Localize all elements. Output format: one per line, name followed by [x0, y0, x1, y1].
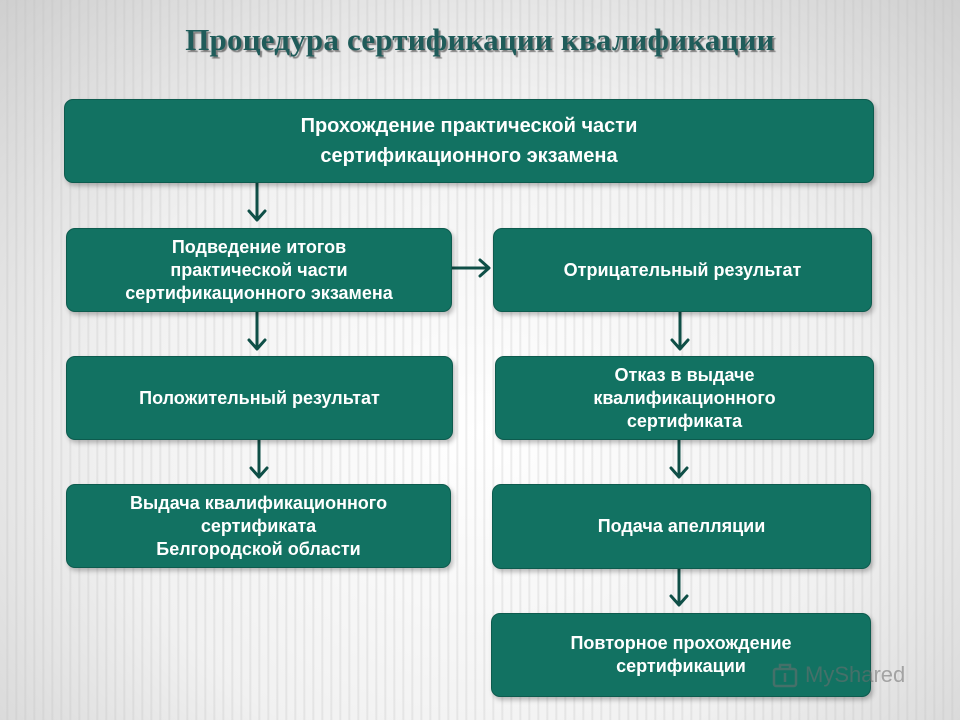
box-positive-result: Положительный результат: [66, 356, 453, 440]
box-summing-up: Подведение итогов практической части сер…: [66, 228, 452, 312]
box-negative-result-label: Отрицательный результат: [563, 259, 802, 280]
arrow-appeal-to-repeat: [669, 569, 689, 607]
box-negative-result: Отрицательный результат: [493, 228, 872, 312]
box-issue-certificate-label: Выдача квалификационного сертификата Бел…: [129, 492, 388, 559]
box-positive-result-label: Положительный результат: [139, 387, 380, 408]
watermark: MyShared: [771, 660, 905, 690]
box-refusal: Отказ в выдаче квалификационного сертифи…: [495, 356, 874, 440]
page-title: Процедура сертификации квалификации: [185, 22, 775, 57]
box-practical-exam: Прохождение практической части сертифика…: [64, 99, 874, 183]
box-repeat-certification-label: Повторное прохождение сертификации: [570, 633, 792, 676]
box-appeal-label: Подача апелляции: [597, 516, 766, 536]
arrow-negative-to-refusal: [670, 312, 690, 351]
arrow-summing-to-negative: [452, 258, 491, 278]
arrow-exam-to-summing: [247, 183, 267, 222]
watermark-text: MyShared: [805, 662, 906, 687]
box-repeat-certification: Повторное прохождение сертификации: [491, 613, 871, 697]
box-summing-up-label: Подведение итогов практической части сер…: [125, 236, 393, 303]
box-refusal-label: Отказ в выдаче квалификационного сертифи…: [593, 364, 776, 431]
arrow-summing-to-positive: [247, 312, 267, 351]
box-practical-exam-label: Прохождение практической части сертифика…: [300, 115, 638, 167]
box-appeal: Подача апелляции: [492, 484, 871, 569]
arrow-positive-to-issue: [249, 440, 269, 479]
arrow-refusal-to-appeal: [669, 440, 689, 479]
box-issue-certificate: Выдача квалификационного сертификата Бел…: [66, 484, 451, 568]
myshared-logo-icon: [772, 663, 798, 688]
